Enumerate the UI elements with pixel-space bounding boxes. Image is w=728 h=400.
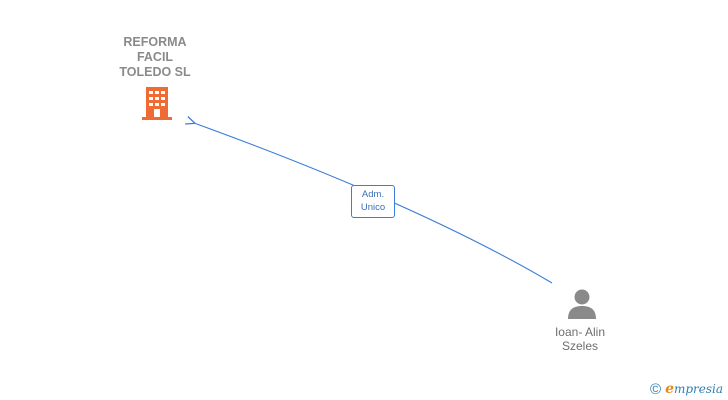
- person-icon[interactable]: [565, 288, 599, 320]
- copyright-symbol: ©: [650, 380, 662, 398]
- building-icon[interactable]: [140, 85, 174, 121]
- relationship-edge[interactable]: [194, 123, 553, 284]
- person-name-line-2: Szeles: [561, 339, 599, 353]
- empresia-watermark: © e mpresia: [650, 379, 723, 399]
- relationship-line-1: Adm.: [361, 189, 385, 200]
- company-name[interactable]: REFORMA FACIL TOLEDO SL: [119, 35, 191, 79]
- person-name[interactable]: Ioan- Alin Szeles: [525, 325, 635, 353]
- relationship-line-2: Unico: [360, 202, 386, 213]
- person-name-line-1: Ioan- Alin: [554, 325, 606, 339]
- brand-initial: e: [665, 381, 674, 397]
- brand-name: mpresia: [673, 382, 724, 396]
- relationship-label[interactable]: Adm. Unico: [351, 185, 395, 218]
